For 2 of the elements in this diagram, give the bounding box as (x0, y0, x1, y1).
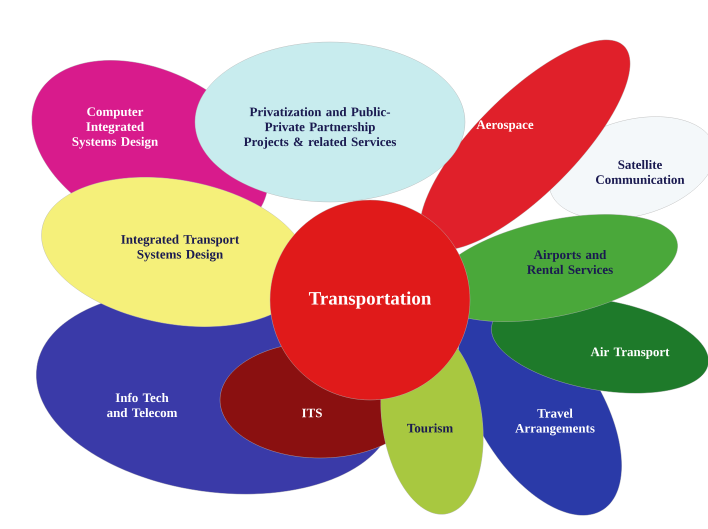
petal: Integrated Transport Systems Design (41, 177, 309, 327)
petal: Privatization and Public-Private Partnership Projects & related Services (194, 42, 466, 202)
